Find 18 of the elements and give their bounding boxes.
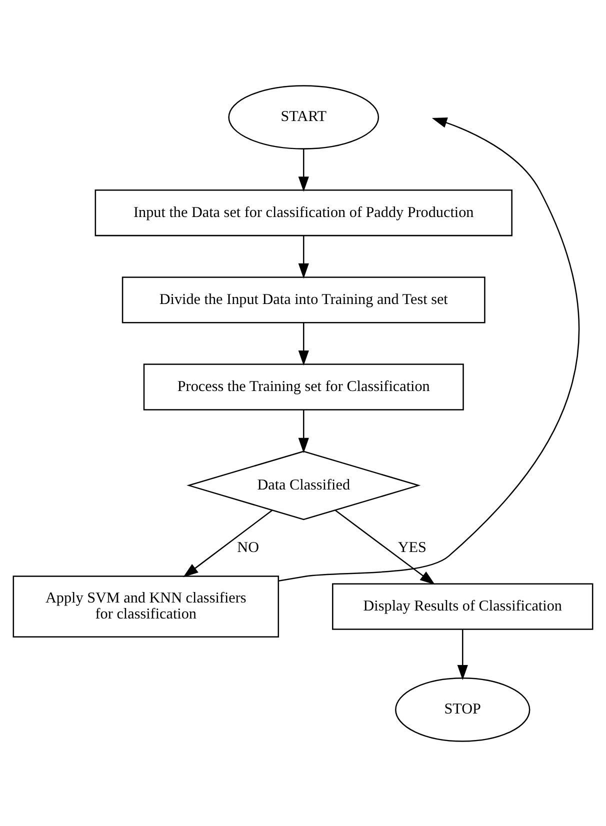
node-diamond: Data Classified <box>186 450 421 520</box>
node-box: Input the Data set for classification of Paddy Production <box>94 189 512 236</box>
node-box: Apply SVM and KNN classifiers for classification <box>12 575 280 637</box>
edge-label: YES <box>398 539 426 556</box>
arrow <box>298 322 309 366</box>
node-ellipse: STOP <box>395 677 530 742</box>
node-box: Display Results of Classification <box>332 582 594 630</box>
arrow <box>335 509 436 584</box>
arrow <box>457 629 468 680</box>
arrow <box>298 410 309 453</box>
node-box: Process the Training set for Classification <box>143 363 464 410</box>
node-box: Divide the Input Data into Training and Test set <box>122 276 486 323</box>
arrow <box>278 117 580 581</box>
arrow <box>183 509 272 577</box>
arrow <box>298 235 309 278</box>
node-ellipse: START <box>228 84 380 149</box>
arrow <box>298 148 309 192</box>
edge-label: NO <box>237 539 260 556</box>
